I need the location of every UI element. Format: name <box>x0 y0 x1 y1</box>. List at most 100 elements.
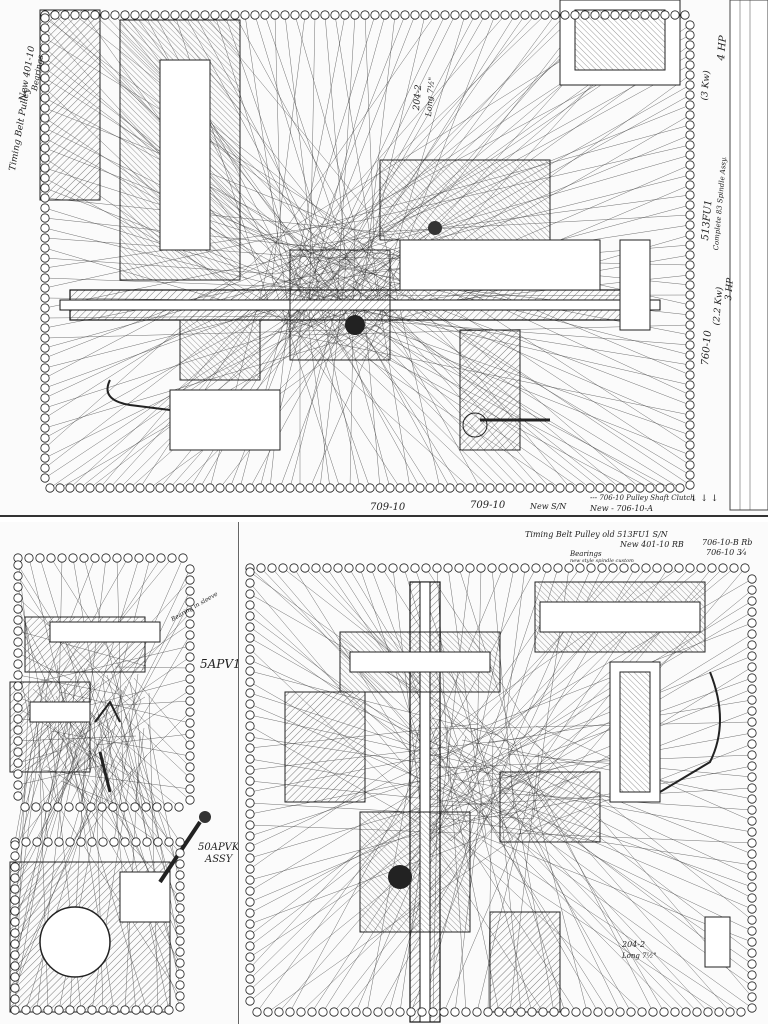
part-balloon <box>597 563 607 573</box>
part-balloon <box>520 563 530 573</box>
part-balloon <box>718 563 728 573</box>
part-balloon <box>250 10 260 20</box>
leader-line <box>381 227 441 489</box>
part-balloon <box>13 626 23 636</box>
part-balloon <box>245 798 255 808</box>
part-balloon <box>685 200 695 210</box>
part-balloon <box>65 1005 75 1015</box>
part-balloon <box>494 1007 504 1017</box>
part-balloon <box>10 851 20 861</box>
part-balloon <box>747 695 757 705</box>
part-balloon <box>670 1007 680 1017</box>
part-balloon <box>575 483 585 493</box>
part-balloon <box>185 784 195 794</box>
part-balloon <box>68 553 78 563</box>
part-balloon <box>185 718 195 728</box>
part-balloon <box>40 463 50 473</box>
part-balloon <box>620 10 630 20</box>
part-balloon <box>40 263 50 273</box>
part-balloon <box>450 1007 460 1017</box>
part-balloon <box>40 73 50 83</box>
part-balloon <box>747 728 757 738</box>
part-balloon <box>165 483 175 493</box>
part-balloon <box>747 992 757 1002</box>
leader-line <box>249 637 489 775</box>
part-balloon <box>10 939 20 949</box>
leader-line <box>129 681 181 953</box>
part-balloon <box>648 1007 658 1017</box>
leader-line <box>249 659 535 789</box>
part-balloon <box>530 10 540 20</box>
leader-line <box>462 828 753 943</box>
note-bearing-b1: Bearings <box>570 550 602 558</box>
part-balloon <box>40 373 50 383</box>
part-balloon <box>185 773 195 783</box>
part-balloon <box>450 10 460 20</box>
part-balloon <box>555 483 565 493</box>
part-balloon <box>747 860 757 870</box>
part-balloon <box>13 780 23 790</box>
part-balloon <box>685 310 695 320</box>
leader-line <box>24 777 35 808</box>
part-balloon <box>626 1007 636 1017</box>
part-balloon <box>155 483 165 493</box>
part-balloon <box>65 483 75 493</box>
leader-line <box>272 14 436 248</box>
part-balloon <box>215 483 225 493</box>
part-balloon <box>553 563 563 573</box>
part-balloon <box>329 1007 339 1017</box>
part-balloon <box>21 837 31 847</box>
part-balloon <box>174 802 184 812</box>
part-balloon <box>399 563 409 573</box>
part-balloon <box>747 706 757 716</box>
part-balloon <box>245 985 255 995</box>
part-balloon <box>685 60 695 70</box>
part-balloon <box>747 761 757 771</box>
part-balloon <box>540 10 550 20</box>
leader-line <box>271 567 495 829</box>
part-balloon <box>307 1007 317 1017</box>
part-balloon <box>315 483 325 493</box>
part-balloon <box>40 213 50 223</box>
part-balloon <box>461 1007 471 1017</box>
part-balloon <box>40 423 50 433</box>
part-balloon <box>10 994 20 1004</box>
leader-line <box>460 655 753 772</box>
part-balloon <box>340 10 350 20</box>
part-balloon <box>170 10 180 20</box>
part-balloon <box>652 563 662 573</box>
part-balloon <box>420 10 430 20</box>
part-balloon <box>40 433 50 443</box>
part-balloon <box>289 563 299 573</box>
part-balloon <box>487 563 497 573</box>
part-balloon <box>421 563 431 573</box>
part-balloon <box>185 483 195 493</box>
part-balloon <box>545 483 555 493</box>
part-balloon <box>40 203 50 213</box>
leader-line <box>482 808 599 1013</box>
part-balloon <box>565 483 575 493</box>
part-balloon <box>40 143 50 153</box>
part-balloon <box>145 483 155 493</box>
part-balloon <box>685 50 695 60</box>
part-balloon <box>10 840 20 850</box>
part-balloon <box>10 917 20 927</box>
part-balloon <box>670 10 680 20</box>
part-balloon <box>200 10 210 20</box>
part-balloon <box>13 692 23 702</box>
leader-line <box>318 14 416 262</box>
part-balloon <box>593 1007 603 1017</box>
part-balloon <box>495 483 505 493</box>
part-balloon <box>335 483 345 493</box>
part-balloon <box>747 673 757 683</box>
part-balloon <box>300 10 310 20</box>
part-balloon <box>42 802 52 812</box>
part-balloon <box>505 1007 515 1017</box>
part-balloon <box>278 563 288 573</box>
part-balloon <box>112 553 122 563</box>
part-balloon <box>185 751 195 761</box>
part-balloon <box>747 849 757 859</box>
part-balloon <box>736 1007 746 1017</box>
part-balloon <box>185 729 195 739</box>
part-balloon <box>175 925 185 935</box>
